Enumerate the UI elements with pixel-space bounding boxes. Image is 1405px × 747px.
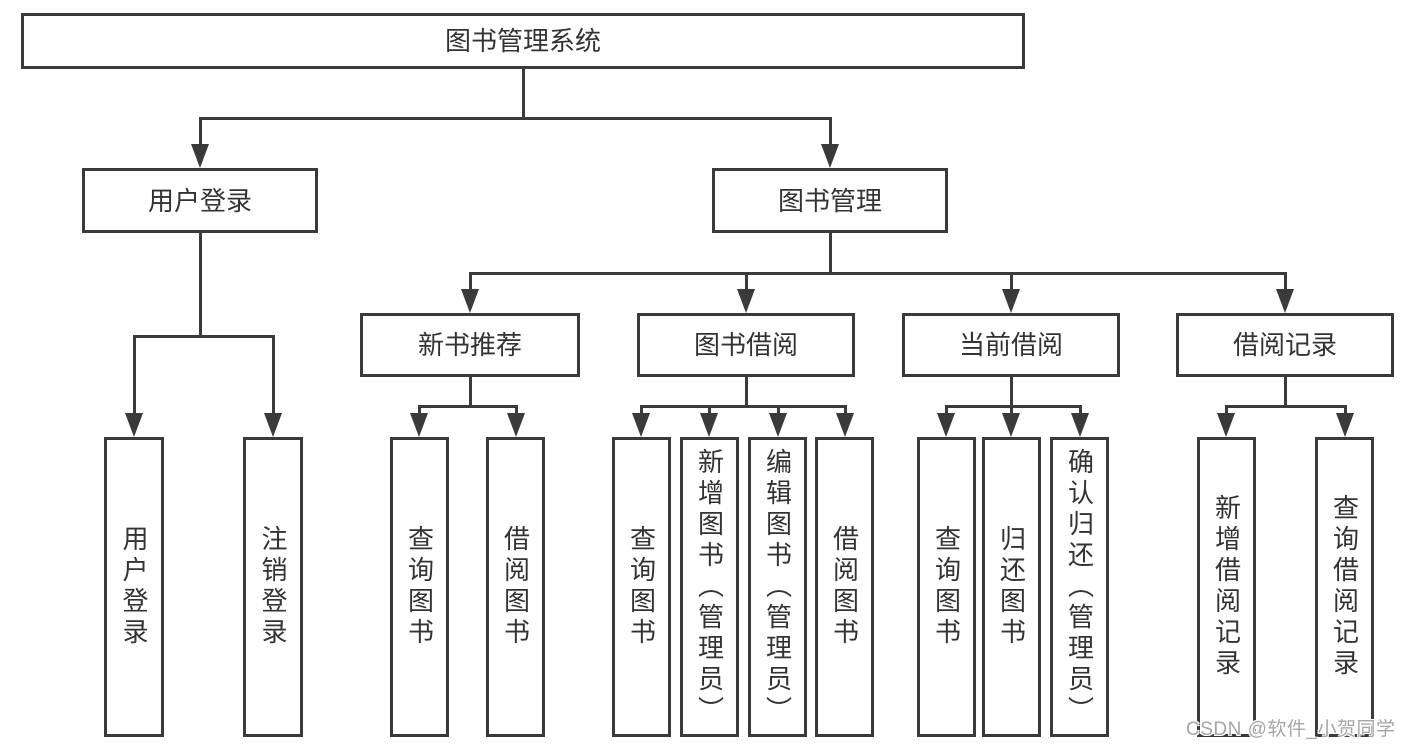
node-label: 确认归还（管理员） xyxy=(1064,447,1095,727)
node-root: 图书管理系统 xyxy=(21,13,1025,69)
node-leaf-confirm-return: 确认归还（管理员） xyxy=(1050,437,1109,737)
arrowhead-down-icon xyxy=(264,413,282,437)
connector-stem xyxy=(198,233,202,336)
connector-drop xyxy=(132,336,136,431)
csdn-watermark: CSDN @软件_小贺同学 xyxy=(1186,719,1396,740)
node-label: 图书管理 xyxy=(777,185,882,216)
node-label: 新增图书（管理员） xyxy=(694,447,725,727)
node-borrowing-records: 借阅记录 xyxy=(1176,313,1394,377)
connector-bar xyxy=(639,404,847,408)
connector-drop xyxy=(271,336,275,431)
node-label: 当前借阅 xyxy=(958,330,1063,360)
node-label: 借阅图书 xyxy=(829,525,860,649)
connector-stem xyxy=(744,377,748,406)
arrowhead-down-icon xyxy=(769,413,787,437)
node-leaf-user-login: 用户登录 xyxy=(104,437,164,737)
node-label: 查询图书 xyxy=(404,525,435,649)
node-current-borrowing: 当前借阅 xyxy=(902,313,1120,377)
connector-stem xyxy=(1283,377,1287,406)
node-label: 查询图书 xyxy=(626,525,657,649)
node-label: 新书推荐 xyxy=(417,330,522,360)
connector-drop xyxy=(198,118,202,162)
connector-bar xyxy=(944,404,1082,408)
arrowhead-down-icon xyxy=(1071,413,1089,437)
node-leaf-query-books-2: 查询图书 xyxy=(612,437,671,737)
node-leaf-borrow-books-2: 借阅图书 xyxy=(815,437,874,737)
node-leaf-return-books: 归还图书 xyxy=(982,437,1041,737)
node-leaf-logout: 注销登录 xyxy=(243,437,303,737)
node-leaf-add-borrow-record: 新增借阅记录 xyxy=(1197,437,1256,737)
node-book-management: 图书管理 xyxy=(712,168,948,233)
node-label: 查询借阅记录 xyxy=(1329,494,1360,680)
arrowhead-down-icon xyxy=(461,289,479,313)
connector-drop xyxy=(828,118,832,162)
node-leaf-edit-book-admin: 编辑图书（管理员） xyxy=(748,437,807,737)
node-user-login-branch: 用户登录 xyxy=(82,168,318,233)
node-leaf-query-borrow-record: 查询借阅记录 xyxy=(1315,437,1374,737)
node-leaf-query-books-3: 查询图书 xyxy=(917,437,976,737)
arrowhead-down-icon xyxy=(125,413,143,437)
connector-stem xyxy=(828,233,832,273)
arrowhead-down-icon xyxy=(1276,289,1294,313)
node-book-borrowing: 图书借阅 xyxy=(637,313,855,377)
connector-bar xyxy=(1224,404,1347,408)
arrowhead-down-icon xyxy=(507,413,525,437)
arrowhead-down-icon xyxy=(937,413,955,437)
arrowhead-down-icon xyxy=(1002,289,1020,313)
connector-stem xyxy=(468,377,472,406)
node-new-book-recommend: 新书推荐 xyxy=(360,313,580,377)
arrowhead-down-icon xyxy=(700,413,718,437)
node-label: 用户登录 xyxy=(147,185,252,216)
node-label: 归还图书 xyxy=(996,525,1027,649)
node-label: 查询图书 xyxy=(931,525,962,649)
node-label: 新增借阅记录 xyxy=(1211,494,1242,680)
node-label: 注销登录 xyxy=(258,525,288,649)
arrowhead-down-icon xyxy=(737,289,755,313)
arrowhead-down-icon xyxy=(1217,413,1235,437)
node-leaf-query-books-1: 查询图书 xyxy=(390,437,449,737)
arrowhead-down-icon xyxy=(191,144,209,168)
node-leaf-add-book-admin: 新增图书（管理员） xyxy=(680,437,739,737)
node-label: 借阅记录 xyxy=(1232,330,1337,360)
node-label: 图书借阅 xyxy=(693,330,798,360)
arrowhead-down-icon xyxy=(1336,413,1354,437)
arrowhead-down-icon xyxy=(632,413,650,437)
node-label: 借阅图书 xyxy=(500,525,531,649)
arrowhead-down-icon xyxy=(836,413,854,437)
arrowhead-down-icon xyxy=(821,144,839,168)
node-label: 编辑图书（管理员） xyxy=(762,447,793,727)
node-label: 用户登录 xyxy=(119,525,149,649)
node-leaf-borrow-books-1: 借阅图书 xyxy=(486,437,545,737)
arrowhead-down-icon xyxy=(410,413,428,437)
arrowhead-down-icon xyxy=(1002,413,1020,437)
connector-bar xyxy=(132,334,275,338)
connector-bar xyxy=(198,116,832,120)
connector-stem xyxy=(521,69,525,118)
connector-stem xyxy=(1009,377,1013,406)
connector-bar xyxy=(417,404,518,408)
connector-bar xyxy=(468,271,1287,275)
node-label: 图书管理系统 xyxy=(444,26,601,56)
